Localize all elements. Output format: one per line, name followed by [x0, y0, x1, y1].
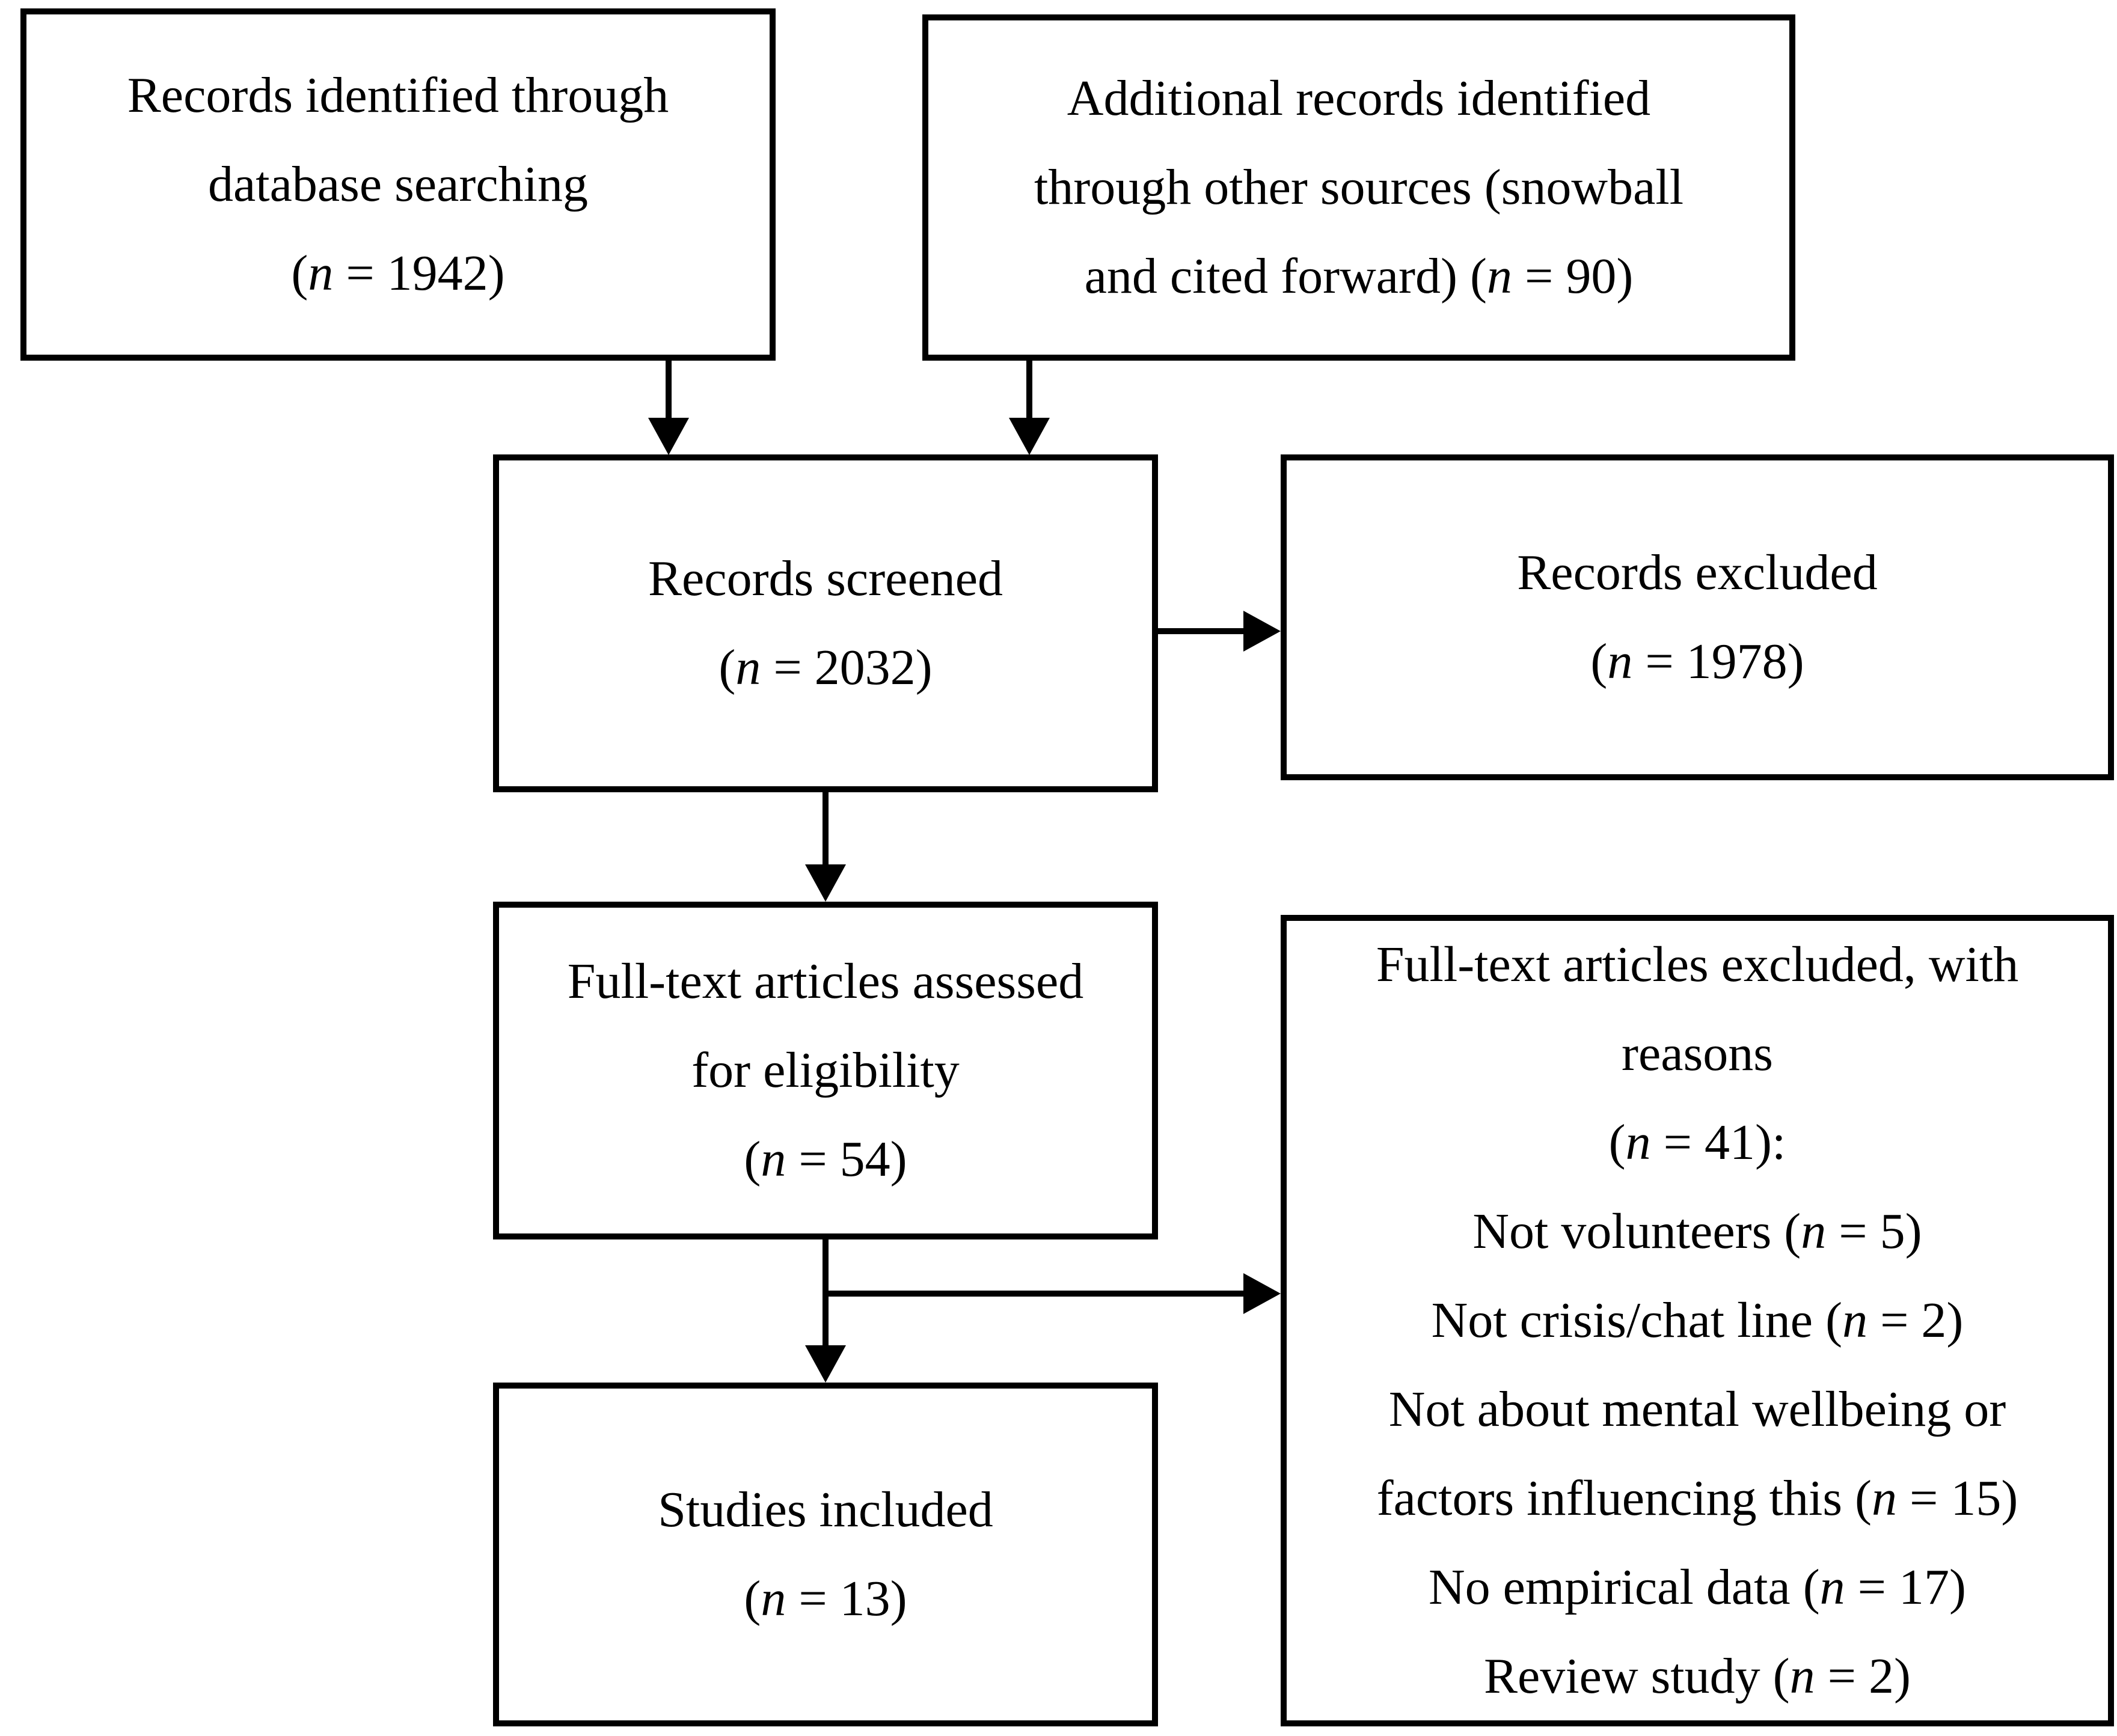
box-text-line: Full-text articles excluded, with — [1376, 937, 2019, 992]
box-text-line: factors influencing this (n = 15) — [1376, 1470, 2018, 1526]
box-records-excluded: Records excluded (n = 1978) — [1281, 454, 2114, 780]
box-text-line: and cited forward) (n = 90) — [1084, 248, 1634, 304]
box-text-line: Additional records identified — [1067, 70, 1651, 126]
box-text-line: reasons — [1622, 1025, 1773, 1081]
box-records-screened: Records screened (n = 2032) — [493, 454, 1158, 792]
box-text-line: Full-text articles assessed — [567, 953, 1084, 1009]
box-text-line: (n = 1978) — [1590, 634, 1804, 689]
box-studies-included: Studies included (n = 13) — [493, 1383, 1158, 1726]
box-text-line: (n = 2032) — [718, 640, 933, 695]
box-text-line: (n = 41): — [1608, 1114, 1786, 1170]
box-text-line: Studies included — [658, 1482, 993, 1538]
box-text-line: (n = 1942) — [291, 245, 505, 301]
connector-other-sources-to-screened — [1026, 361, 1032, 421]
box-text-line: through other sources (snowball — [1034, 159, 1684, 215]
box-text-line: (n = 54) — [744, 1131, 907, 1187]
arrowhead-right-icon — [1243, 611, 1281, 652]
box-text-line: Records identified through — [127, 67, 669, 123]
connector-fulltext-to-fulltext-excluded — [823, 1291, 1243, 1297]
box-text-line: (n = 13) — [744, 1571, 907, 1627]
box-records-identified-database: Records identified through database sear… — [20, 8, 776, 361]
box-text-line: Not about mental wellbeing or — [1388, 1381, 2006, 1437]
box-text-line: Not crisis/chat line (n = 2) — [1431, 1292, 1964, 1348]
box-text-line: Review study (n = 2) — [1484, 1648, 1911, 1704]
box-text-line: Records excluded — [1517, 545, 1878, 601]
arrowhead-right-icon — [1243, 1273, 1281, 1314]
box-text-line: for eligibility — [691, 1042, 960, 1098]
box-fulltext-assessed: Full-text articles assessed for eligibil… — [493, 902, 1158, 1239]
box-records-identified-other-sources: Additional records identified through ot… — [922, 14, 1795, 361]
arrowhead-down-icon — [805, 864, 846, 902]
box-text-line: No empirical data (n = 17) — [1428, 1559, 1967, 1615]
connector-screened-to-fulltext — [823, 792, 829, 867]
box-text-line: database searching — [207, 156, 588, 212]
connector-database-to-screened — [666, 361, 672, 421]
arrowhead-down-icon — [648, 418, 689, 455]
box-fulltext-excluded: Full-text articles excluded, with reason… — [1281, 915, 2114, 1726]
box-text-line: Records screened — [648, 551, 1003, 607]
arrowhead-down-icon — [805, 1345, 846, 1383]
connector-screened-to-excluded — [1158, 628, 1245, 634]
arrowhead-down-icon — [1009, 418, 1050, 455]
box-text-line: Not volunteers (n = 5) — [1472, 1203, 1922, 1259]
